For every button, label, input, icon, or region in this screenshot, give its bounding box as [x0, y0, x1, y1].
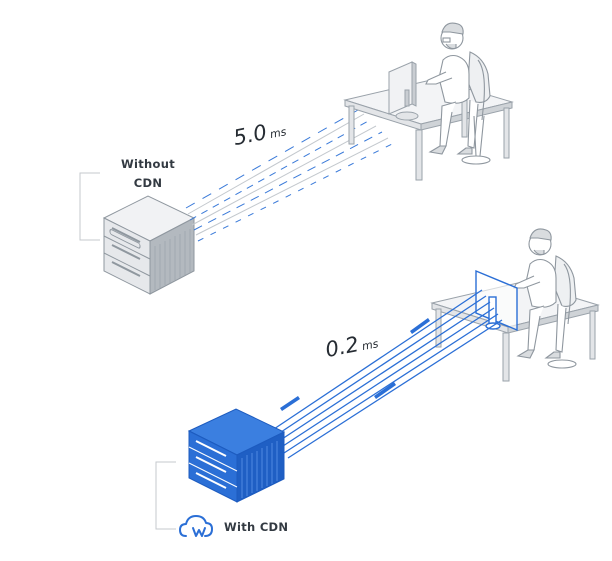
blue-server-icon	[187, 408, 286, 503]
slow-connection-lines	[185, 109, 395, 242]
person-icon-bottom	[513, 228, 577, 369]
without-cdn-label-line2: CDN	[133, 176, 163, 190]
with-cdn-bracket	[155, 461, 176, 530]
grey-server-icon	[102, 195, 196, 295]
latency-unit: ms	[360, 337, 380, 354]
person-icon	[425, 22, 491, 165]
signal-arrows	[280, 318, 430, 411]
with-cdn-label: With CDN	[224, 520, 289, 534]
monitor-icon	[388, 61, 419, 121]
without-cdn-label: Without CDN	[100, 155, 196, 193]
cloud-icon	[179, 515, 213, 537]
without-cdn-bracket	[79, 172, 100, 241]
fast-connection-lines	[267, 289, 503, 459]
latency-unit: ms	[268, 125, 288, 142]
without-cdn-label-line1: Without	[121, 157, 175, 171]
